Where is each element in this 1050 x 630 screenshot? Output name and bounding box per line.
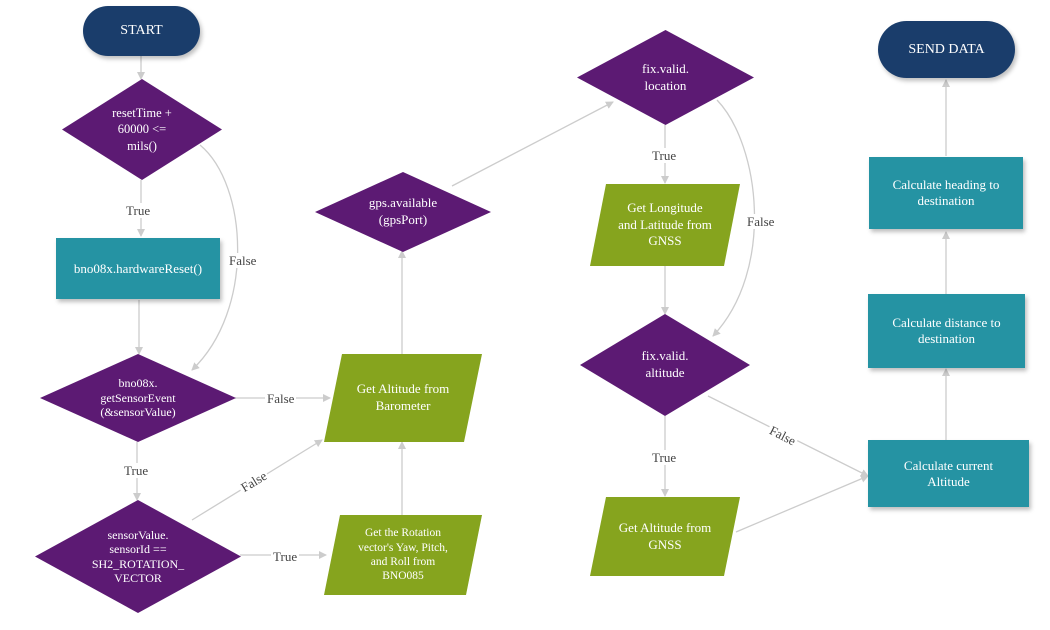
edge-label-sensor-event-true: True (122, 463, 151, 478)
send-data-label: SEND DATA (908, 41, 985, 57)
reset-time-text: resetTime + 60000 <= mils() (112, 106, 172, 153)
decision-diamond-shape (62, 79, 222, 180)
sensor-id-text: sensorValue. sensorId == SH2_ROTATION_ V… (91, 527, 185, 585)
decision-diamond-shape (315, 172, 491, 252)
send-data-terminal: SEND DATA (878, 21, 1015, 78)
edge-reset-false-to-sensor-event (191, 144, 239, 371)
lon-lat-io: Get Longitude and Latitude from GNSS (590, 184, 740, 266)
decision-diamond-shape (577, 30, 754, 125)
calc-altitude-process: Calculate current Altitude (868, 440, 1029, 507)
fix-altitude-decision: fix.valid. altitude (580, 314, 750, 416)
altitude-gnss-text: Get Altitude from GNSS (618, 519, 712, 552)
hardware-reset-text: bno08x.hardwareReset() (73, 260, 203, 276)
edge-label-altitude-true: True (650, 450, 679, 465)
rotation-vector-io: Get the Rotation vector's Yaw, Pitch, an… (324, 515, 482, 595)
io-parallelogram-shape (324, 515, 482, 595)
decision-diamond-shape (40, 354, 236, 442)
fix-location-text: fix.valid. location (642, 60, 689, 93)
edge-fix-location-false-to-fix-altitude (712, 99, 756, 337)
fix-location-decision: fix.valid. location (577, 30, 754, 125)
calc-distance-text: Calculate distance to destination (892, 315, 1001, 346)
edge-label-location-false: False (745, 214, 777, 229)
edge-gnss-altitude-to-calc-altitude (735, 475, 869, 533)
sensor-id-decision: sensorValue. sensorId == SH2_ROTATION_ V… (35, 500, 241, 613)
calc-distance-process: Calculate distance to destination (868, 294, 1025, 368)
gps-available-decision: gps.available (gpsPort) (315, 172, 491, 252)
start-terminal: START (83, 6, 200, 56)
decision-diamond-shape (35, 500, 241, 613)
decision-diamond-shape (580, 314, 750, 416)
gps-available-text: gps.available (gpsPort) (368, 195, 438, 227)
edge-label-sensor-id-true: True (271, 549, 300, 564)
edge-gps-available-to-fix-location (451, 101, 614, 187)
reset-time-decision: resetTime + 60000 <= mils() (62, 79, 222, 180)
get-sensor-event-text: bno08x. getSensorEvent (&sensorValue) (100, 376, 176, 420)
calc-heading-process: Calculate heading to destination (869, 157, 1023, 229)
lon-lat-text: Get Longitude and Latitude from GNSS (618, 199, 712, 249)
calc-heading-text: Calculate heading to destination (892, 177, 1000, 208)
edge-label-reset-true: True (124, 203, 153, 218)
altitude-gnss-io: Get Altitude from GNSS (590, 497, 740, 576)
io-parallelogram-shape (590, 184, 740, 266)
start-label: START (120, 23, 163, 38)
altitude-barometer-io: Get Altitude from Barometer (324, 354, 482, 442)
edge-label-reset-false: False (227, 253, 259, 268)
io-parallelogram-shape (324, 354, 482, 442)
get-sensor-event-decision: bno08x. getSensorEvent (&sensorValue) (40, 354, 236, 442)
io-parallelogram-shape (590, 497, 740, 576)
altitude-barometer-text: Get Altitude from Barometer (356, 381, 450, 413)
edge-label-location-true: True (650, 148, 679, 163)
edge-label-sensor-event-false: False (265, 391, 297, 406)
hardware-reset-process: bno08x.hardwareReset() (56, 238, 220, 299)
calc-altitude-text: Calculate current Altitude (903, 457, 994, 489)
fix-altitude-text: fix.valid. altitude (641, 348, 689, 380)
rotation-vector-text: Get the Rotation vector's Yaw, Pitch, an… (358, 527, 448, 583)
